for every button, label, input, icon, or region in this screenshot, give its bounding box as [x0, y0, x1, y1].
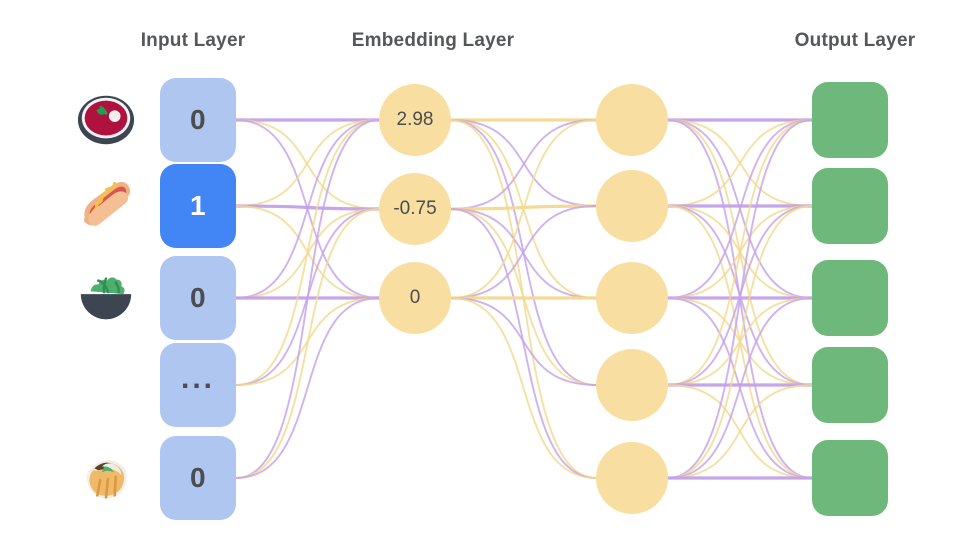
edge [235, 297, 380, 386]
edge [235, 119, 380, 299]
edge [235, 205, 380, 299]
edge [450, 119, 597, 210]
edge [667, 119, 813, 207]
edge [667, 297, 813, 479]
edge [667, 384, 813, 479]
hidden-node-4[interactable] [596, 442, 668, 514]
edge [667, 205, 813, 299]
edge [450, 208, 597, 479]
input-node-4[interactable]: 0 [160, 436, 236, 520]
output-node-3[interactable] [812, 347, 888, 423]
edge [450, 297, 597, 479]
edge [667, 119, 813, 479]
edge [667, 205, 813, 299]
edge [450, 208, 597, 386]
edge [667, 119, 813, 207]
edge [450, 297, 597, 386]
edge [235, 119, 380, 299]
edge [667, 297, 813, 386]
embedding-node-0[interactable]: 2.98 [379, 84, 451, 156]
edge [667, 297, 813, 386]
edge [667, 384, 813, 479]
hot-dog-icon [75, 175, 137, 237]
edge [667, 119, 813, 479]
edge [235, 119, 380, 386]
edge [450, 119, 597, 299]
edge [667, 119, 813, 386]
hidden-node-2[interactable] [596, 262, 668, 334]
output-node-0[interactable] [812, 82, 888, 158]
edge [450, 119, 597, 299]
edge [235, 204, 380, 211]
title-input-layer: Input Layer [140, 30, 246, 51]
edge [667, 297, 813, 479]
edge [235, 208, 380, 479]
edge [235, 297, 380, 479]
title-output-layer: Output Layer [794, 30, 916, 51]
hidden-node-0[interactable] [596, 84, 668, 156]
title-embedding-layer: Embedding Layer [351, 30, 515, 51]
edge [667, 119, 813, 299]
edge [235, 119, 380, 210]
edge [667, 205, 813, 479]
edge [667, 205, 813, 386]
edge [667, 205, 813, 386]
input-node-2[interactable]: 0 [160, 256, 236, 340]
green-salad-icon [75, 267, 137, 329]
edge [450, 204, 597, 211]
edge [450, 205, 597, 299]
hidden-node-1[interactable] [596, 170, 668, 242]
edge [235, 208, 380, 299]
input-node-1[interactable]: 1 [160, 164, 236, 248]
edge [450, 119, 597, 479]
soup-bowl-icon [75, 89, 137, 151]
output-node-1[interactable] [812, 168, 888, 244]
edge [235, 119, 380, 207]
edge [450, 119, 597, 207]
output-node-4[interactable] [812, 440, 888, 516]
edge [450, 208, 597, 299]
hidden-node-3[interactable] [596, 349, 668, 421]
input-node-0[interactable]: 0 [160, 78, 236, 162]
embedding-node-2[interactable]: 0 [379, 262, 451, 334]
edge [667, 205, 813, 479]
edge [235, 208, 380, 386]
edge [235, 119, 380, 479]
edge [450, 119, 597, 386]
edge [667, 119, 813, 299]
output-node-2[interactable] [812, 260, 888, 336]
input-node-3[interactable]: ... [160, 343, 236, 427]
edge [667, 119, 813, 386]
embedding-node-1[interactable]: -0.75 [379, 173, 451, 245]
burrito-icon [75, 447, 137, 509]
